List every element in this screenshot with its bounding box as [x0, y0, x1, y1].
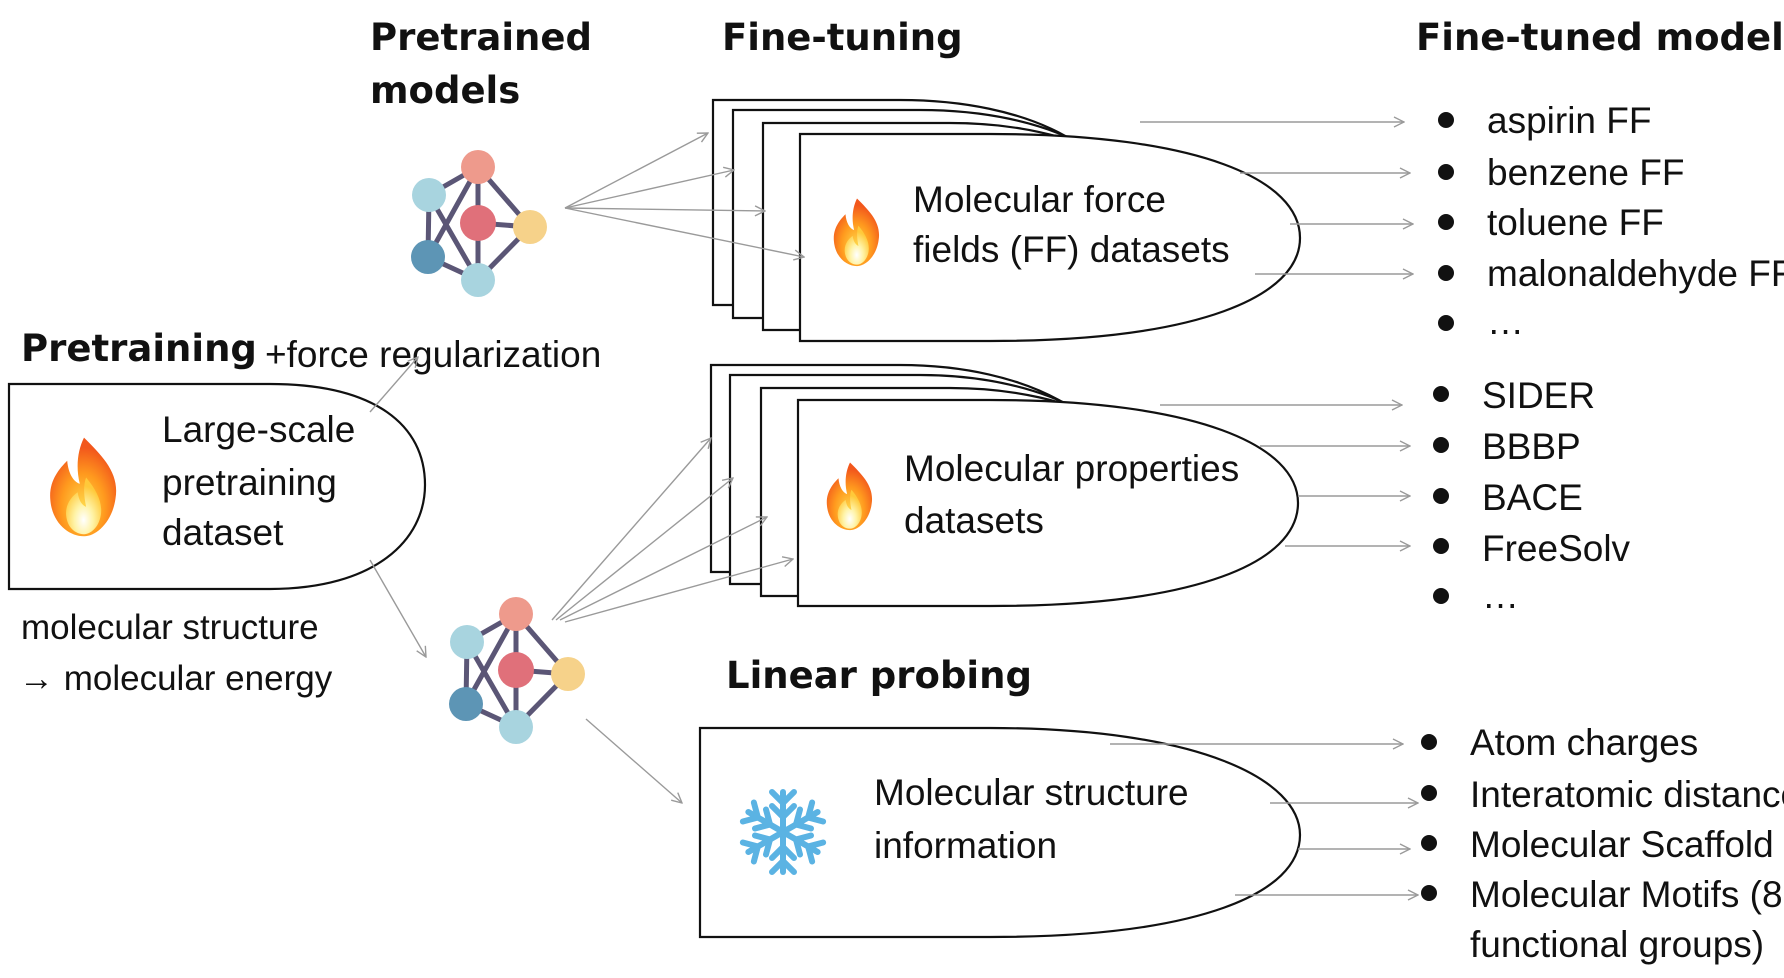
fine-tuning-heading: Fine-tuning — [722, 16, 963, 59]
property-model-item: BACE — [1482, 477, 1583, 518]
pretrained-models-heading-line2: models — [370, 69, 520, 112]
arrow-model-to-ff-1 — [564, 133, 708, 209]
probe-structure-box: Molecular structure information — [698, 726, 1302, 939]
probe-target-item: Molecular Scaffold — [1470, 824, 1774, 865]
arrow-model-to-props-1 — [551, 438, 711, 621]
bullet — [1421, 835, 1437, 851]
property-models-list: SIDER BBBP BACE FreeSolv … — [1433, 375, 1631, 616]
ff-models-list: aspirin FF benzene FF toluene FF malonal… — [1438, 100, 1784, 342]
pretraining-box-line2: pretraining — [162, 462, 337, 503]
pretraining-box-line3: dataset — [162, 512, 284, 553]
bullet — [1433, 437, 1449, 453]
pretrained-model-top-icon — [411, 150, 547, 297]
bullet — [1438, 315, 1454, 331]
bullet — [1421, 785, 1437, 801]
probe-targets-list: Atom charges Interatomic distance Molecu… — [1421, 722, 1784, 965]
ff-model-item: aspirin FF — [1487, 100, 1651, 141]
arrow-model-to-props-3 — [559, 517, 767, 621]
ff-model-item: benzene FF — [1487, 152, 1684, 193]
bullet — [1433, 588, 1449, 604]
property-box-line1: Molecular properties — [904, 448, 1239, 489]
ff-box-line2: fields (FF) datasets — [913, 229, 1230, 270]
pretraining-box-line1: Large-scale — [162, 409, 355, 450]
arrow-model-to-ff-2 — [564, 170, 734, 209]
ff-box-line1: Molecular force — [913, 179, 1166, 220]
arrow-model-to-ff-3 — [564, 208, 765, 211]
bullet — [1421, 885, 1437, 901]
arrow-model-to-ff-4 — [564, 207, 804, 257]
force-regularization-label: +force regularization — [265, 334, 601, 375]
pretrained-models-heading-line1: Pretrained — [370, 16, 592, 59]
arrow-model-to-probe — [585, 718, 682, 803]
bullet — [1438, 164, 1454, 180]
property-model-item: … — [1482, 575, 1519, 616]
bullet — [1438, 214, 1454, 230]
pretrained-model-bottom-icon — [449, 597, 585, 744]
ff-model-item: toluene FF — [1487, 202, 1664, 243]
property-model-item: SIDER — [1482, 375, 1595, 416]
probe-target-item: Atom charges — [1470, 722, 1698, 763]
fine-tuned-models-heading: Fine-tuned models — [1416, 16, 1784, 59]
property-model-item: FreeSolv — [1482, 528, 1631, 569]
probe-target-item-continued: functional groups) — [1470, 924, 1764, 965]
arrow-model-to-props-2 — [555, 478, 733, 621]
bullet — [1421, 734, 1437, 750]
ff-model-item: malonaldehyde FF — [1487, 253, 1784, 294]
ff-model-item: … — [1487, 301, 1524, 342]
arrow-pretrain-to-top-model — [369, 357, 418, 413]
property-datasets-stack: Molecular properties datasets — [709, 363, 1300, 608]
bullet — [1438, 112, 1454, 128]
property-box-line2: datasets — [904, 500, 1044, 541]
probe-box-line2: information — [874, 825, 1057, 866]
pretraining-heading: Pretraining — [21, 327, 257, 370]
probe-box-line1: Molecular structure — [874, 772, 1189, 813]
pretraining-dataset-box: Large-scale pretraining dataset — [7, 382, 427, 591]
pretraining-note-line2: → molecular energy — [19, 659, 333, 698]
bullet — [1433, 488, 1449, 504]
arrow-pretrain-to-bottom-model — [369, 559, 426, 657]
bullet — [1433, 386, 1449, 402]
linear-probing-heading: Linear probing — [726, 654, 1032, 697]
probe-target-item: Interatomic distance — [1470, 774, 1784, 815]
bullet — [1433, 538, 1449, 554]
arrow-model-to-props-4 — [564, 559, 793, 623]
bullet — [1438, 265, 1454, 281]
pretraining-note-line1: molecular structure — [21, 608, 319, 647]
property-model-item: BBBP — [1482, 426, 1581, 467]
ff-datasets-stack: Molecular force fields (FF) datasets — [711, 98, 1302, 343]
probe-target-item: Molecular Motifs (85 — [1470, 874, 1784, 915]
